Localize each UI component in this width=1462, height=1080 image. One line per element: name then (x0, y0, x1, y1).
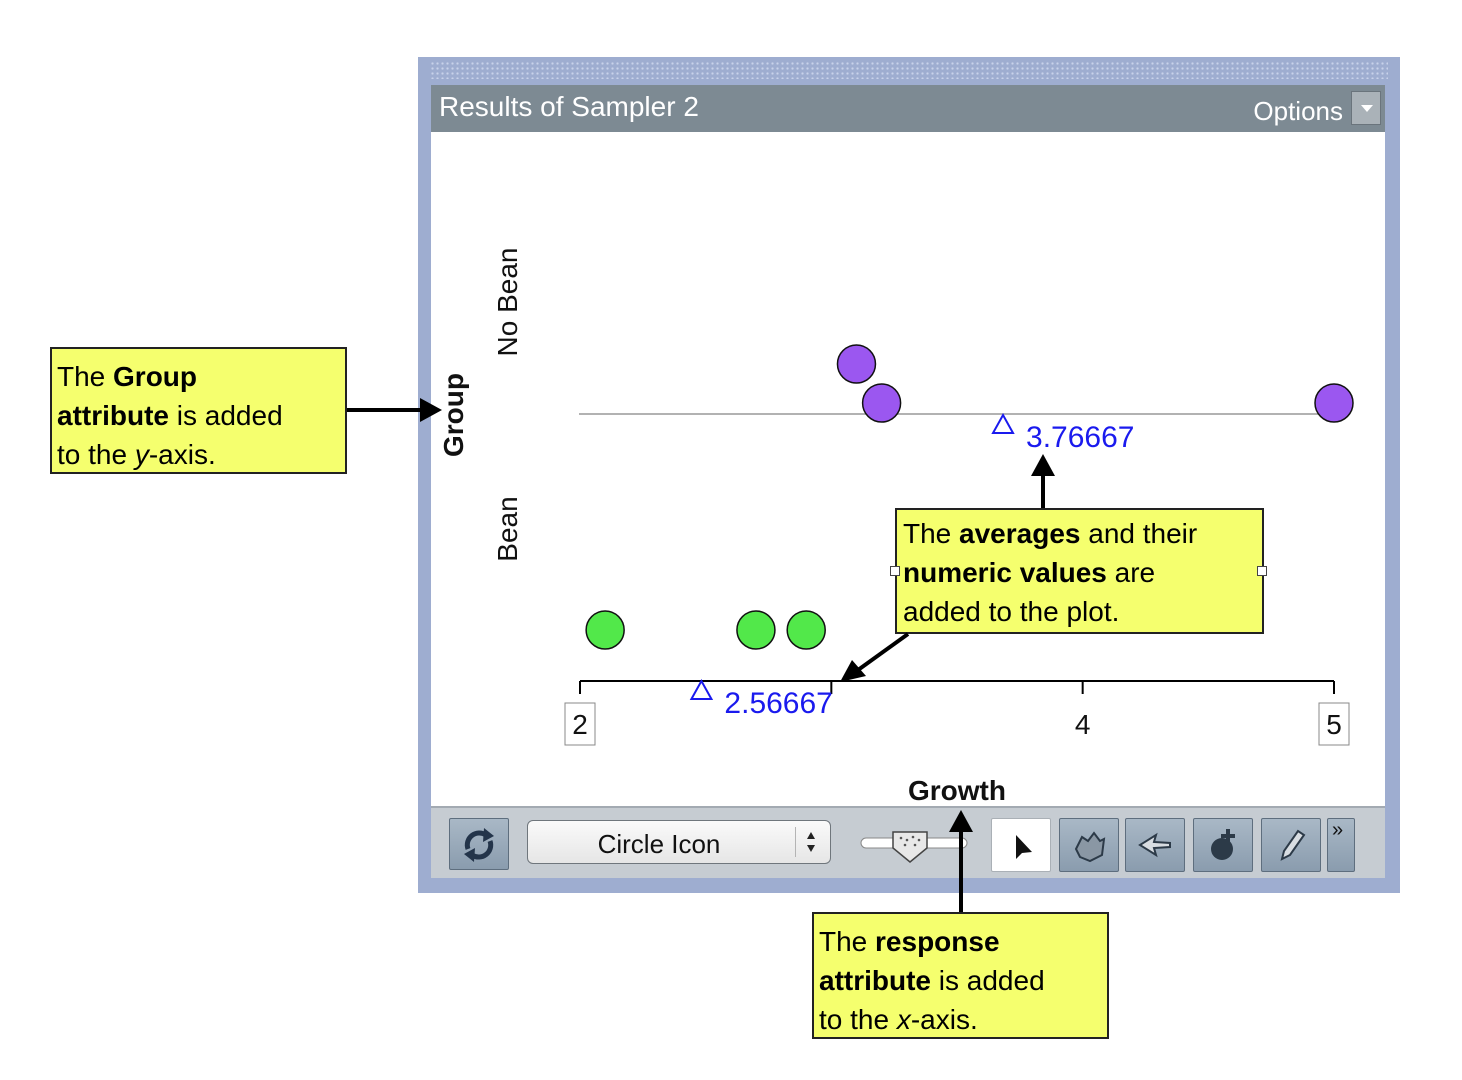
icon-select-value: Circle Icon (597, 829, 721, 859)
window-title-bar[interactable]: Results of Sampler 2 Options (431, 85, 1385, 132)
data-point[interactable] (836, 344, 877, 384)
options-label[interactable]: Options (1253, 96, 1343, 126)
pencil-icon (1280, 829, 1306, 861)
callout-response-attribute: The response attribute is added to the x… (812, 912, 1109, 1039)
more-icon: » (1332, 819, 1344, 841)
data-points (585, 344, 1354, 650)
x-tick-label-box[interactable] (564, 702, 596, 746)
data-point[interactable] (736, 610, 776, 650)
x-tick-label-box[interactable] (1318, 702, 1350, 746)
back-arrow-icon (1138, 832, 1171, 858)
y-category-no-bean[interactable]: No Bean (492, 248, 523, 357)
average-triangle-icon[interactable] (991, 412, 1015, 434)
plot-area[interactable] (431, 132, 1385, 806)
average-value-label: 2.56667 (724, 687, 832, 720)
more-tools-button[interactable]: » (1327, 818, 1355, 872)
refresh-button[interactable] (449, 818, 509, 870)
hand-tool-button[interactable] (1059, 818, 1119, 872)
x-tick-label: 2 (572, 709, 588, 740)
data-point[interactable] (786, 610, 826, 650)
hand-icon (1074, 831, 1106, 863)
arrow-pointer-icon (1016, 835, 1032, 859)
y-axis-title[interactable]: Group (438, 373, 469, 457)
x-tick-label: 4 (1075, 709, 1091, 740)
callout-resize-handle-left[interactable] (890, 566, 900, 576)
window-title: Results of Sampler 2 (439, 91, 699, 122)
select-tool-button[interactable] (991, 818, 1051, 872)
callout-group-attribute: The Group attribute is added to the y-ax… (50, 347, 347, 474)
average-markers: 3.76667 2.56667 (689, 412, 1134, 720)
point-size-slider[interactable] (859, 828, 969, 868)
average-value-label: 3.76667 (1026, 421, 1134, 454)
x-ticks: 2 4 5 (564, 681, 1350, 746)
add-point-icon (1211, 829, 1235, 860)
options-dropdown-icon[interactable] (1351, 91, 1381, 125)
back-tool-button[interactable] (1125, 818, 1185, 872)
refresh-icon (464, 828, 494, 862)
window-drag-grip[interactable] (430, 61, 1388, 79)
up-down-arrows-icon (795, 827, 826, 857)
x-axis-title[interactable]: Growth (908, 775, 1006, 806)
average-triangle-icon[interactable] (689, 678, 714, 700)
pencil-tool-button[interactable] (1261, 818, 1321, 872)
add-point-button[interactable] (1193, 818, 1253, 872)
data-point[interactable] (1314, 383, 1354, 423)
slider-thumb-icon (860, 831, 968, 863)
icon-select-dropdown[interactable]: Circle Icon (527, 820, 831, 864)
callout-averages: The averages and their numeric values ar… (895, 508, 1264, 634)
y-category-bean[interactable]: Bean (492, 496, 523, 561)
data-point[interactable] (585, 610, 625, 650)
data-point[interactable] (861, 383, 902, 423)
callout-resize-handle-right[interactable] (1257, 566, 1267, 576)
graph-toolbar: Circle Icon (431, 806, 1385, 878)
x-tick-label: 5 (1326, 709, 1342, 740)
